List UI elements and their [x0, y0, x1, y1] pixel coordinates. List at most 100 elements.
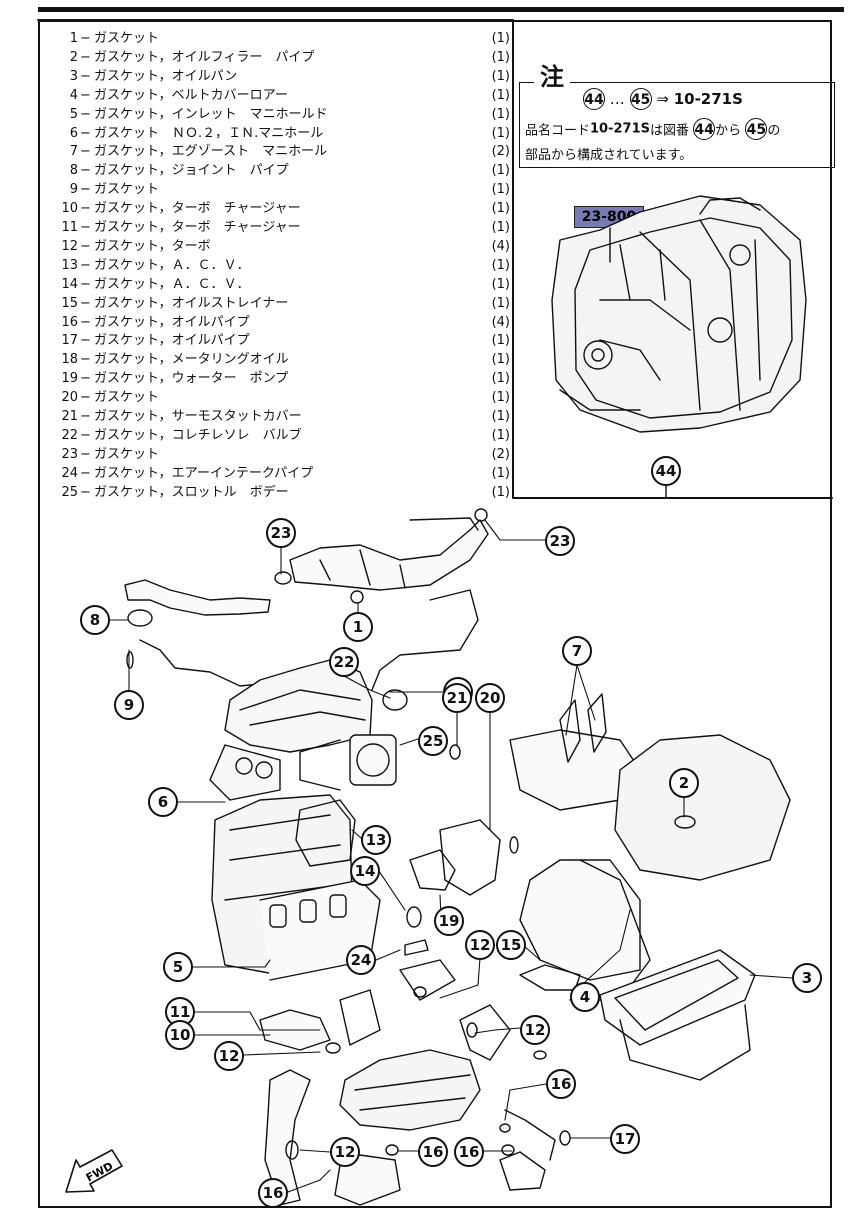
part-quantity: (1) [491, 276, 510, 292]
callout-10[interactable]: 10 [165, 1020, 195, 1050]
part-quantity: (1) [491, 465, 510, 481]
part-quantity: (1) [491, 409, 510, 424]
parts-list-row[interactable]: 3−ガスケット，オイルパン(1) [44, 68, 510, 86]
part-name: ガスケット，サーモスタットカバー [94, 409, 302, 424]
parts-list-row[interactable]: 21−ガスケット，サーモスタットカバー(1) [44, 408, 510, 426]
parts-list-row[interactable]: 22−ガスケット，コレチレソレ バルブ(1) [44, 427, 510, 445]
part-quantity: (1) [491, 163, 510, 179]
note-text-c: から [715, 123, 742, 139]
parts-list-row[interactable]: 13−ガスケット，Ａ．Ｃ．Ｖ．(1) [44, 257, 510, 275]
ref-44-badge: 44 [583, 88, 605, 110]
parts-list-row[interactable]: 25−ガスケット，スロットル ボデー(1) [44, 484, 510, 502]
note-code-inline: 10-271S [590, 121, 651, 137]
callout-1[interactable]: 1 [343, 612, 373, 642]
callout-5[interactable]: 5 [163, 952, 193, 982]
note-text-b: は図番 [650, 123, 690, 139]
part-number: 18 [61, 352, 78, 368]
callout-22[interactable]: 22 [329, 647, 359, 677]
parts-list-row[interactable]: 1−ガスケット(1) [44, 30, 510, 48]
parts-list-row[interactable]: 6−ガスケット ＮＯ.２，ＩＮ.マニホール(1) [44, 125, 510, 143]
part-number: 20 [61, 390, 78, 406]
note-box [519, 82, 835, 168]
part-number: 13 [61, 257, 78, 273]
parts-list-row[interactable]: 10−ガスケット，ターボ チャージャー(1) [44, 200, 510, 218]
parts-list-row[interactable]: 2−ガスケット，オイルフィラー パイプ(1) [44, 49, 510, 67]
part-name: ガスケット [94, 390, 160, 406]
part-name: ガスケット，エアーインテークパイプ [94, 465, 314, 481]
part-name: ガスケット，Ａ．Ｃ．Ｖ． [94, 257, 250, 273]
part-quantity: (1) [491, 352, 510, 368]
callout-15[interactable]: 15 [496, 930, 526, 960]
callout-17[interactable]: 17 [610, 1124, 640, 1154]
part-number: 5 [69, 106, 78, 122]
callout-12-c[interactable]: 12 [520, 1015, 550, 1045]
part-name: ガスケット [94, 182, 160, 198]
callout-44-assembly[interactable]: 44 [651, 456, 681, 486]
part-number: 6 [69, 125, 78, 141]
callout-23-right[interactable]: 23 [545, 526, 575, 556]
parts-list-row[interactable]: 7−ガスケット，エグゾースト マニホール(2) [44, 143, 510, 161]
parts-list-row[interactable]: 24−ガスケット，エアーインテークパイプ(1) [44, 465, 510, 483]
callout-12-b[interactable]: 12 [214, 1041, 244, 1071]
engine-assembly-illustration [551, 195, 807, 433]
parts-list-row[interactable]: 8−ガスケット，ジョイント パイプ(1) [44, 162, 510, 180]
part-dash: − [80, 276, 91, 292]
parts-list-row[interactable]: 17−ガスケット，オイルパイプ(1) [44, 332, 510, 350]
callout-12-d[interactable]: 12 [330, 1137, 360, 1167]
gasket-1-shape [350, 590, 364, 604]
part-number: 9 [69, 182, 78, 198]
ref-44-inline-badge: 44 [693, 118, 716, 140]
callout-23-upper[interactable]: 23 [266, 518, 296, 548]
callout-25[interactable]: 25 [418, 726, 448, 756]
gasket-24-shape [404, 939, 429, 956]
callout-16-a[interactable]: 16 [546, 1069, 576, 1099]
callout-12-a[interactable]: 12 [465, 930, 495, 960]
callout-3[interactable]: 3 [792, 963, 822, 993]
part-dash: − [80, 201, 91, 217]
parts-list-row[interactable]: 19−ガスケット，ウォーター ポンプ(1) [44, 370, 510, 388]
callout-16-c[interactable]: 16 [454, 1137, 484, 1167]
intake-manifold-illustration [209, 659, 373, 801]
parts-list-row[interactable]: 12−ガスケット，ターボ(4) [44, 238, 510, 256]
parts-list-row[interactable]: 20−ガスケット(1) [44, 389, 510, 407]
fwd-arrow-icon [65, 1149, 123, 1193]
ref-45-badge: 45 [629, 88, 652, 110]
parts-list-row[interactable]: 15−ガスケット，オイルストレイナー(1) [44, 295, 510, 313]
part-dash: − [80, 333, 91, 349]
parts-list-row[interactable]: 4−ガスケット，ベルトカバーロアー(1) [44, 87, 510, 105]
callout-4[interactable]: 4 [570, 982, 600, 1012]
callout-2[interactable]: 2 [669, 768, 699, 798]
parts-list-row[interactable]: 5−ガスケット，インレット マニホールド(1) [44, 106, 510, 124]
callout-16-b[interactable]: 16 [418, 1137, 448, 1167]
parts-list-row[interactable]: 14−ガスケット，Ａ．Ｃ．Ｖ．(1) [44, 276, 510, 294]
parts-list-row[interactable]: 18−ガスケット，メータリングオイル(1) [44, 351, 510, 369]
part-number: 15 [61, 295, 78, 311]
callout-9[interactable]: 9 [114, 690, 144, 720]
part-dash: − [80, 49, 91, 65]
callout-6[interactable]: 6 [148, 787, 178, 817]
parts-list-row[interactable]: 16−ガスケット，オイルパイプ(4) [44, 314, 510, 332]
callout-leaders [109, 519, 793, 1193]
part-dash: − [80, 465, 91, 481]
gasket-13-shape [295, 799, 356, 867]
callout-24[interactable]: 24 [346, 945, 376, 975]
oil-pipe-illustration [371, 589, 479, 691]
callout-19[interactable]: 19 [434, 906, 464, 936]
callout-16-d[interactable]: 16 [258, 1178, 288, 1208]
part-quantity: (1) [491, 371, 510, 387]
part-dash: − [80, 87, 91, 103]
part-name: ガスケット，ターボ チャージャー [94, 201, 301, 217]
part-dash: − [80, 371, 91, 387]
callout-8[interactable]: 8 [80, 605, 110, 635]
callout-20[interactable]: 20 [475, 683, 505, 713]
parts-list-row[interactable]: 11−ガスケット，ターボ チャージャー(1) [44, 219, 510, 237]
parts-list-row[interactable]: 9−ガスケット(1) [44, 181, 510, 199]
gasket-23-shape [274, 571, 292, 585]
parts-list-row[interactable]: 23−ガスケット(2) [44, 446, 510, 464]
part-quantity: (1) [491, 87, 510, 103]
callout-7[interactable]: 7 [562, 636, 592, 666]
callout-21[interactable]: 21 [442, 683, 472, 713]
callout-13[interactable]: 13 [361, 825, 391, 855]
callout-14[interactable]: 14 [350, 856, 380, 886]
